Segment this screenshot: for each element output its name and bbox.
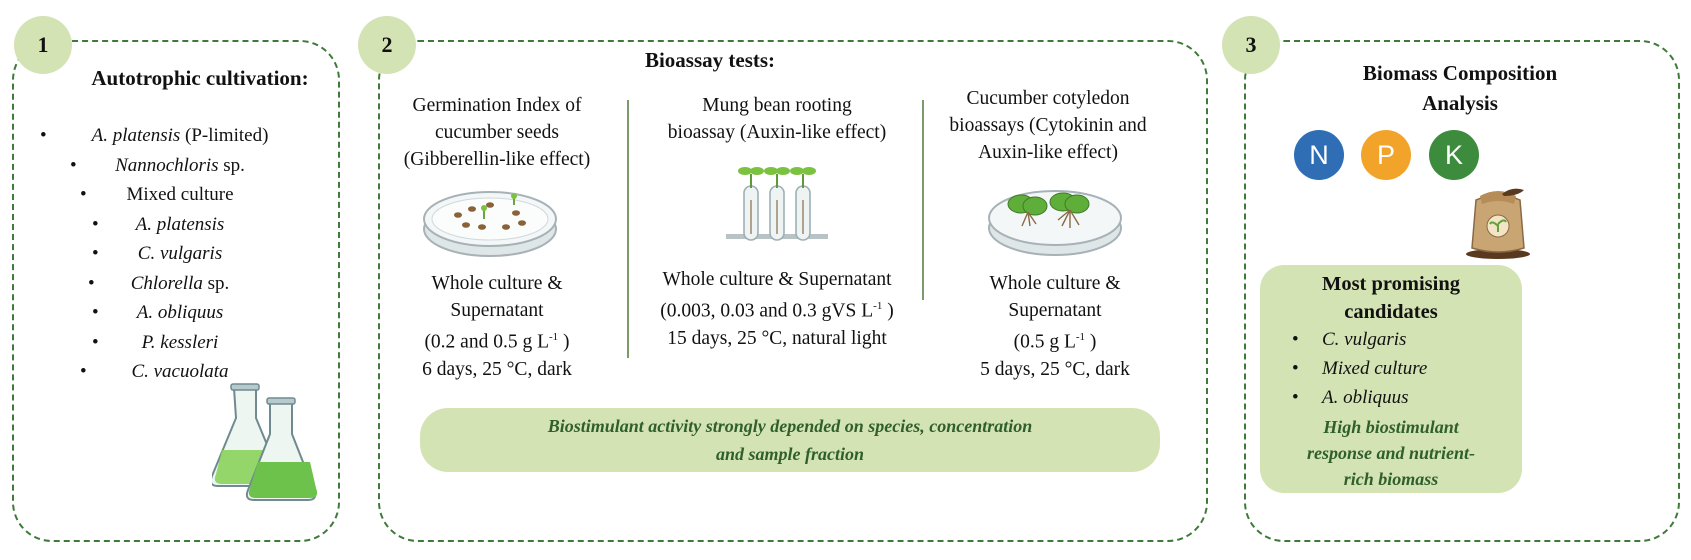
species-item: A. platensis (P-limited) bbox=[40, 121, 320, 151]
species-item: Nannochloris sp. bbox=[40, 151, 320, 181]
unit-exponent: -1 bbox=[1075, 331, 1086, 343]
concentration-text: (0.003, 0.03 and 0.3 gVS L bbox=[660, 300, 874, 322]
note-line: response and nutrient- bbox=[1306, 443, 1476, 463]
petri-dish-cotyledons-icon bbox=[988, 190, 1122, 256]
concentration-close: ) bbox=[882, 300, 894, 322]
concentration-text: (0.2 and 0.5 g L bbox=[424, 331, 549, 353]
condition-line: Whole culture & Supernatant bbox=[662, 269, 892, 290]
species-item: C. vacuolata bbox=[40, 357, 320, 387]
flask-icon bbox=[212, 383, 318, 501]
promising-title: Most promising candidates bbox=[1262, 270, 1520, 326]
condition-line: Supernatant bbox=[1008, 300, 1102, 321]
species-item: P. kessleri bbox=[40, 328, 320, 358]
title-line: Auxin-like effect) bbox=[978, 142, 1118, 163]
petri-dish-seeds-icon bbox=[423, 191, 557, 257]
concentration-line: (0.2 and 0.5 g L-1 ) bbox=[382, 324, 612, 356]
title-line: (Gibberellin-like effect) bbox=[403, 149, 591, 170]
mung-bean-conditions: Whole culture & Supernatant (0.003, 0.03… bbox=[632, 266, 922, 352]
concentration-close: ) bbox=[558, 331, 570, 353]
condition-line: Whole culture & bbox=[431, 273, 563, 294]
title-line: Mung bean rooting bbox=[702, 95, 852, 116]
concentration-line: (0.003, 0.03 and 0.3 gVS L-1 ) bbox=[632, 293, 922, 325]
title-line: bioassay (Auxin-like effect) bbox=[667, 122, 887, 143]
candidate-item: C. vulgaris bbox=[1292, 325, 1512, 354]
species-item: Chlorella sp. bbox=[40, 269, 320, 299]
title-line: bioassays (Cytokinin and bbox=[949, 115, 1147, 136]
species-item: A. platensis bbox=[40, 210, 320, 240]
title-line: Cucumber cotyledon bbox=[966, 88, 1130, 109]
note-line: High biostimulant bbox=[1323, 417, 1459, 437]
species-item: Mixed culture bbox=[40, 180, 320, 210]
mung-bean-assay-title: Mung bean rooting bioassay (Auxin-like e… bbox=[632, 92, 922, 146]
nitrogen-badge: N bbox=[1294, 130, 1344, 180]
species-item: C. vulgaris bbox=[40, 239, 320, 269]
condition-line: Supernatant bbox=[450, 300, 544, 321]
germination-assay-title: Germination Index of cucumber seeds (Gib… bbox=[382, 92, 612, 173]
potassium-badge: K bbox=[1429, 130, 1479, 180]
condition-line: Whole culture & bbox=[989, 273, 1121, 294]
biostimulant-conclusion-banner: Biostimulant activity strongly depended … bbox=[420, 408, 1160, 472]
step-number-2: 2 bbox=[358, 16, 416, 74]
candidate-item: Mixed culture bbox=[1292, 354, 1512, 383]
phosphorus-badge: P bbox=[1361, 130, 1411, 180]
step-number-1: 1 bbox=[14, 16, 72, 74]
column-divider bbox=[922, 100, 924, 300]
species-item: A. obliquus bbox=[40, 298, 320, 328]
duration-line: 5 days, 25 °C, dark bbox=[980, 358, 1130, 380]
bioassay-title: Bioassay tests: bbox=[644, 48, 776, 72]
panel-biomass bbox=[1244, 40, 1680, 542]
banner-line: Biostimulant activity strongly depended … bbox=[547, 416, 1033, 436]
biomass-title: Biomass Composition Analysis bbox=[1290, 58, 1630, 118]
test-tubes-sprouts-icon bbox=[726, 167, 828, 241]
panel-bioassay bbox=[378, 40, 1208, 542]
unit-exponent: -1 bbox=[549, 331, 559, 343]
candidate-item: A. obliquus bbox=[1292, 383, 1512, 412]
promising-note: High biostimulant response and nutrient-… bbox=[1262, 414, 1520, 492]
concentration-text: (0.5 g L bbox=[1013, 331, 1076, 353]
title-line: Biomass Composition bbox=[1362, 61, 1558, 85]
title-line: candidates bbox=[1344, 301, 1438, 323]
duration-line: 6 days, 25 °C, dark bbox=[422, 358, 572, 380]
germination-conditions: Whole culture & Supernatant (0.2 and 0.5… bbox=[382, 270, 612, 383]
title-line: Most promising bbox=[1321, 273, 1460, 295]
fertilizer-bag-icon bbox=[1466, 188, 1530, 259]
cotyledon-conditions: Whole culture & Supernatant (0.5 g L-1 )… bbox=[935, 270, 1175, 383]
unit-exponent: -1 bbox=[873, 300, 883, 312]
column-divider bbox=[627, 100, 629, 358]
panel-cultivation bbox=[12, 40, 340, 542]
candidate-list: C. vulgaris Mixed culture A. obliquus bbox=[1292, 325, 1512, 412]
title-line: Germination Index of bbox=[412, 95, 582, 116]
concentration-close: ) bbox=[1085, 331, 1097, 353]
note-line: rich biomass bbox=[1343, 469, 1439, 489]
cultivation-title: Autotrophic cultivation: bbox=[91, 66, 309, 90]
title-line: cucumber seeds bbox=[435, 122, 559, 143]
duration-line: 15 days, 25 °C, natural light bbox=[667, 327, 887, 349]
banner-line: and sample fraction bbox=[715, 444, 864, 464]
step-number-3: 3 bbox=[1222, 16, 1280, 74]
cotyledon-assay-title: Cucumber cotyledon bioassays (Cytokinin … bbox=[928, 85, 1168, 166]
species-list: A. platensis (P-limited) Nannochloris sp… bbox=[40, 121, 320, 387]
flask-front bbox=[245, 397, 318, 501]
title-line: Analysis bbox=[1422, 91, 1498, 115]
concentration-line: (0.5 g L-1 ) bbox=[935, 324, 1175, 356]
